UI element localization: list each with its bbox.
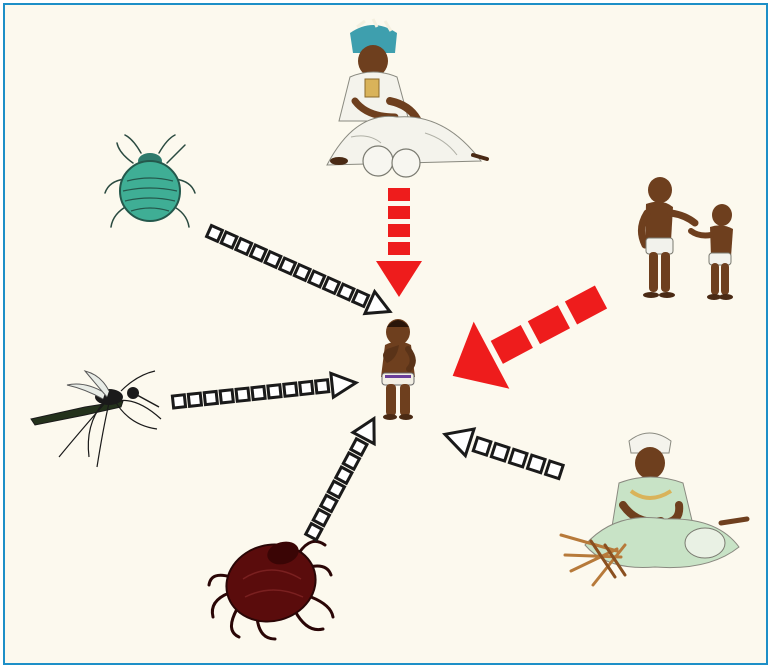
seated-healer-icon bbox=[327, 19, 487, 177]
weak-link-arrow-bottom-right bbox=[441, 421, 566, 485]
strong-link-arrow-top bbox=[376, 188, 422, 297]
children-pair-icon bbox=[641, 177, 733, 300]
weak-link-arrow-left bbox=[172, 371, 358, 414]
diagram-frame bbox=[3, 3, 768, 665]
tick-icon bbox=[209, 535, 333, 639]
seated-elder-icon bbox=[561, 433, 747, 585]
weak-link-arrow-bottom-left bbox=[300, 413, 384, 543]
child-figure-icon bbox=[381, 319, 415, 420]
weak-link-arrow-top-left bbox=[204, 220, 395, 322]
mosquito-icon bbox=[31, 371, 161, 467]
transmission-diagram bbox=[5, 5, 768, 665]
bedbug-icon bbox=[105, 135, 195, 227]
strong-link-arrow-right bbox=[435, 263, 619, 409]
